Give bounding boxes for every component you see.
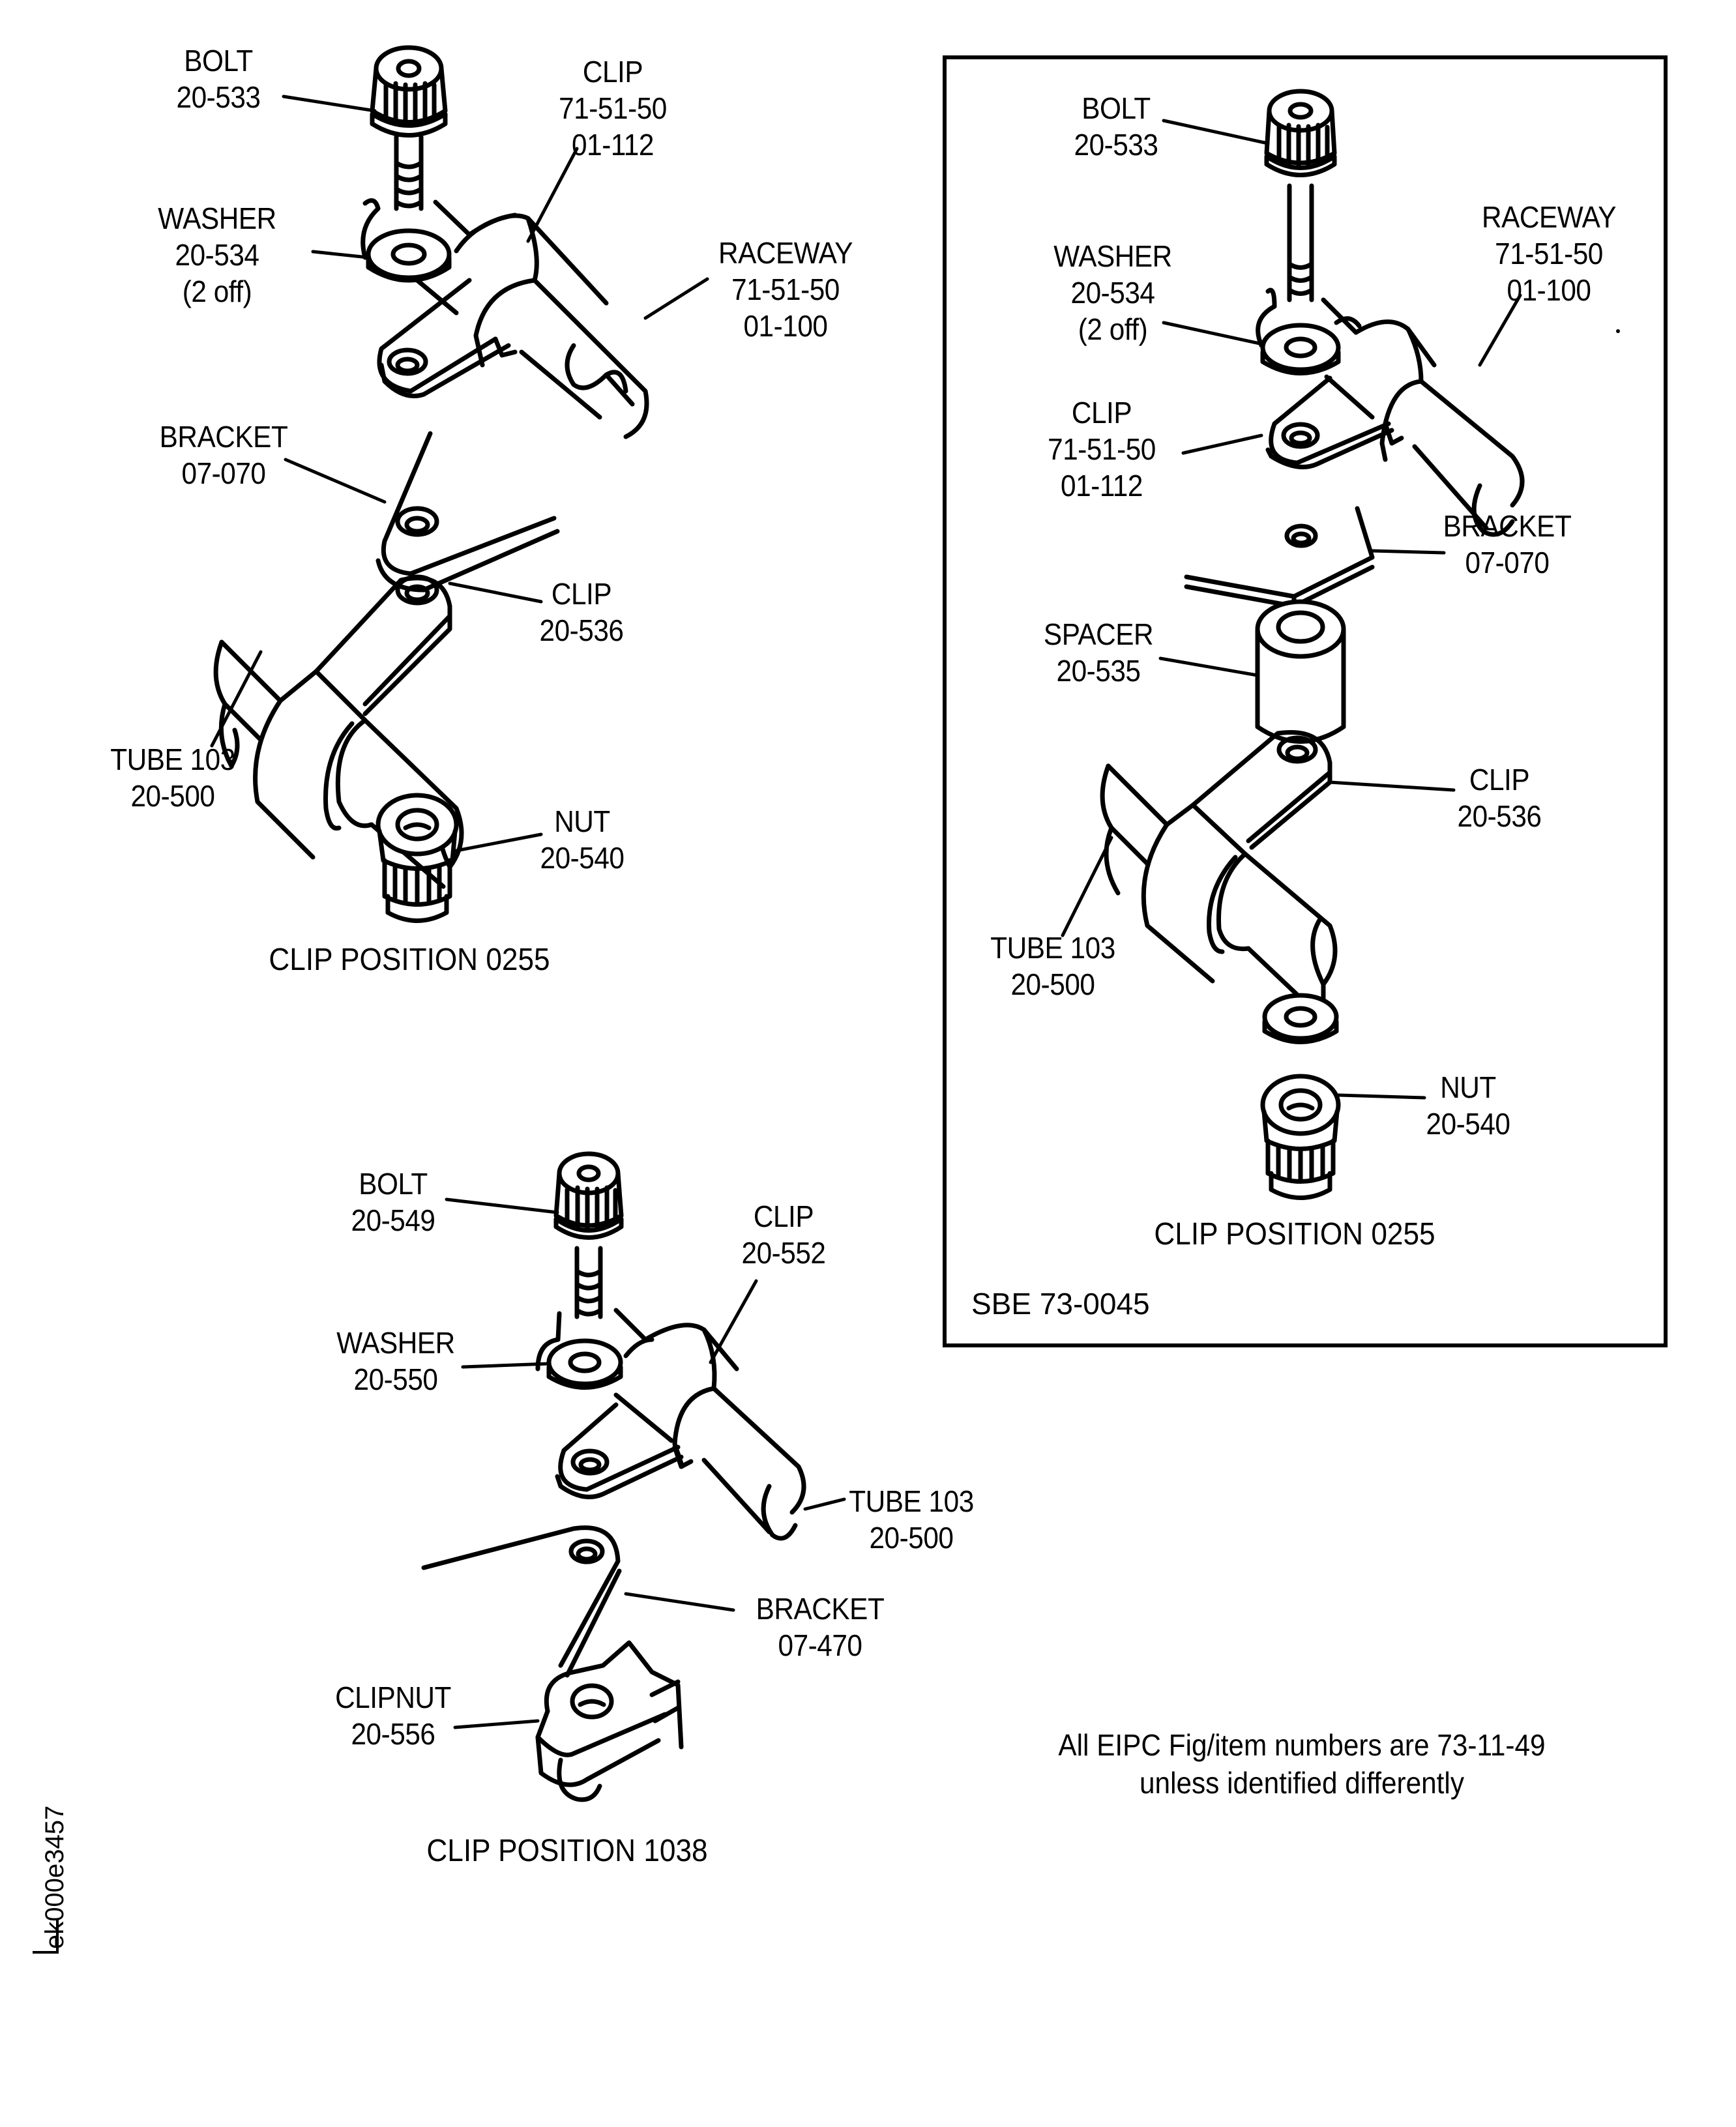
reference-code: ek000e3457 — [40, 1805, 69, 1949]
callout-bolt: BOLT 20-533 — [1074, 91, 1158, 162]
nut-icon — [375, 793, 459, 923]
view-caption-clip-1038: CLIP POSITION 1038 — [426, 1834, 708, 1868]
bracket-icon — [375, 431, 560, 593]
view-clip-0255-sbe-art — [1061, 89, 1525, 1200]
tube-clip-icon — [555, 1308, 806, 1541]
raceway-clip-icon — [1265, 297, 1525, 537]
bolt-icon — [370, 45, 448, 211]
bolt-icon — [1264, 89, 1337, 302]
callout-raceway: RACEWAY 71-51-50 01-100 — [718, 236, 853, 343]
callout-bracket: BRACKET 07-070 — [1443, 509, 1572, 579]
leader-lines-0255-sbe — [1061, 119, 1522, 1100]
callout-bracket: BRACKET 07-070 — [159, 420, 288, 490]
callout-bracket: BRACKET 07-470 — [756, 1592, 885, 1662]
sbe-panel-frame — [943, 55, 1668, 1347]
bracket-icon — [421, 1525, 622, 1678]
nut-icon — [1260, 1074, 1341, 1200]
view-caption-clip-0255: CLIP POSITION 0255 — [269, 943, 550, 977]
callout-tube-clip: CLIP 20-536 — [539, 577, 624, 647]
callout-tube-clip: CLIP 20-552 — [741, 1199, 826, 1270]
leader-lines-0255 — [210, 95, 709, 853]
washer-icon — [360, 198, 452, 283]
view-caption-clip-0255-sbe: CLIP POSITION 0255 — [1154, 1217, 1435, 1252]
callout-nut: NUT 20-540 — [1426, 1070, 1510, 1141]
callout-bolt: BOLT 20-549 — [351, 1167, 435, 1237]
callout-washer: WASHER 20-550 — [336, 1326, 455, 1396]
washer-icon — [1262, 993, 1339, 1044]
callout-washer: WASHER 20-534 (2 off) — [158, 201, 276, 308]
sbe-reference: SBE 73-0045 — [971, 1287, 1150, 1321]
eipc-note-line2: unless identified differently — [1140, 1766, 1464, 1800]
callout-spacer: SPACER 20-535 — [1043, 617, 1154, 688]
callout-bolt: BOLT 20-533 — [176, 44, 261, 114]
callout-tube: TUBE 103 20-500 — [990, 931, 1115, 1001]
bolt-icon — [553, 1151, 624, 1319]
callout-tube-clip: CLIP 20-536 — [1457, 763, 1542, 833]
callout-tube: TUBE 103 20-500 — [110, 742, 235, 813]
callout-raceway-clip: CLIP 71-51-50 01-112 — [1048, 396, 1156, 503]
washer-icon — [535, 1311, 623, 1390]
view-clip-0255-art — [210, 45, 709, 923]
tube-clip-icon — [1100, 730, 1338, 1010]
callout-tube: TUBE 103 20-500 — [849, 1484, 974, 1555]
spacer-icon — [1255, 599, 1346, 744]
callout-clipnut: CLIPNUT 20-556 — [335, 1680, 451, 1751]
callout-raceway: RACEWAY 71-51-50 01-100 — [1481, 200, 1617, 307]
callout-nut: NUT 20-540 — [540, 804, 625, 875]
scan-speck — [1616, 329, 1620, 333]
callout-raceway-clip: CLIP 71-51-50 01-112 — [559, 55, 667, 162]
eipc-note-line1: All EIPC Fig/item numbers are 73-11-49 — [1058, 1728, 1546, 1762]
raceway-clip-icon — [377, 199, 649, 439]
eipc-note: All EIPC Fig/item numbers are 73-11-49 u… — [1058, 1726, 1545, 1802]
leader-lines-1038 — [445, 1197, 846, 1729]
clipnut-icon — [535, 1640, 684, 1802]
washer-icon — [1256, 287, 1341, 375]
view-clip-1038-art — [421, 1151, 846, 1802]
callout-washer: WASHER 20-534 (2 off) — [1053, 239, 1172, 346]
